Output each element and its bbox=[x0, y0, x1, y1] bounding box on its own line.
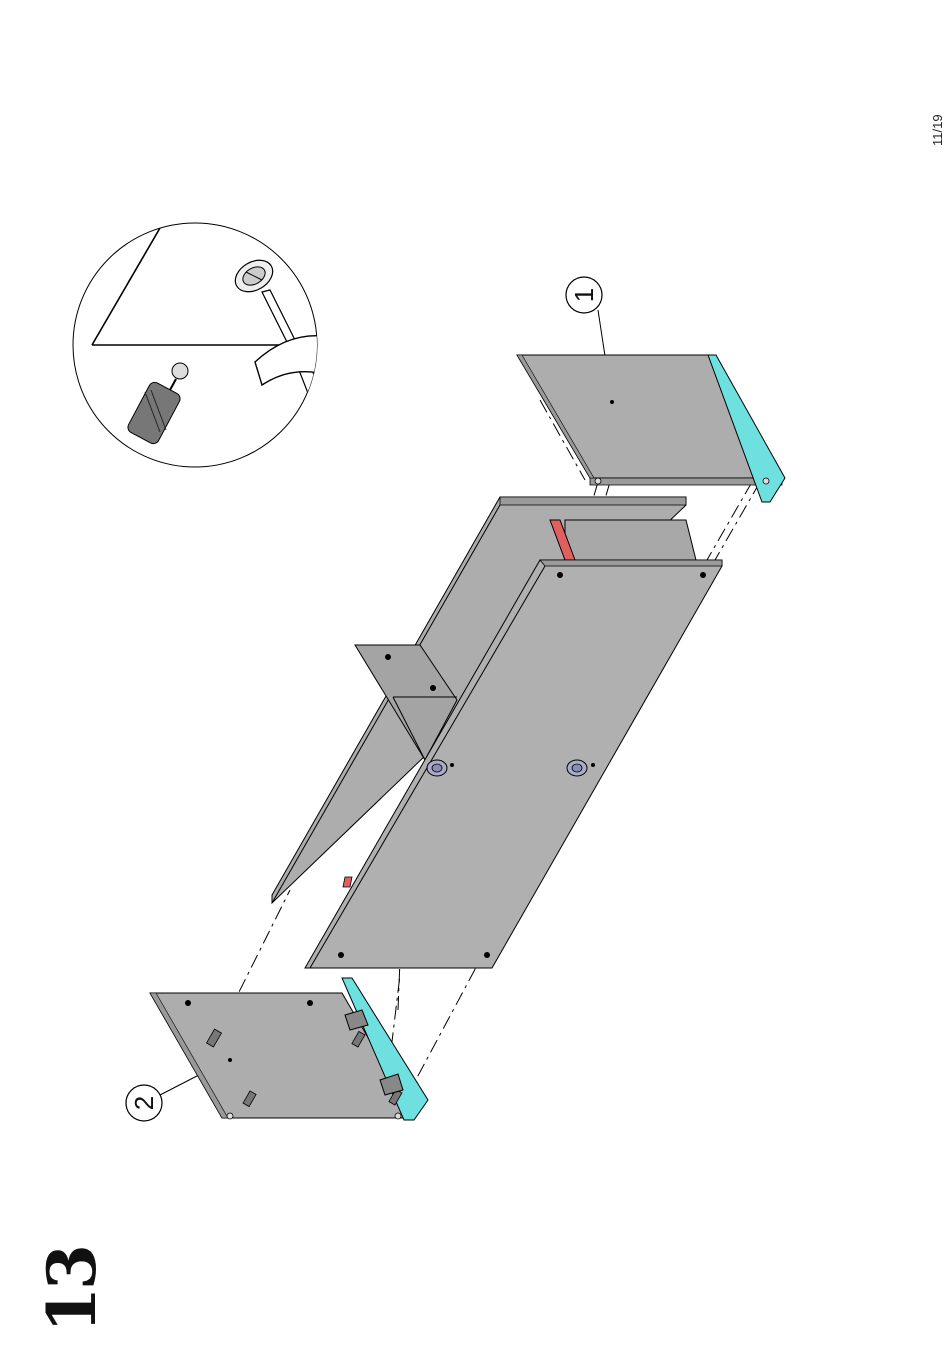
part-2-label: 2 bbox=[129, 1096, 159, 1110]
part-1-label: 1 bbox=[569, 288, 599, 302]
side-panel-1 bbox=[517, 355, 785, 502]
side-panel-2 bbox=[150, 978, 428, 1120]
step-number: 13 bbox=[40, 1245, 104, 1335]
step-number-text: 13 bbox=[33, 1247, 111, 1333]
detail-inset bbox=[73, 223, 395, 470]
